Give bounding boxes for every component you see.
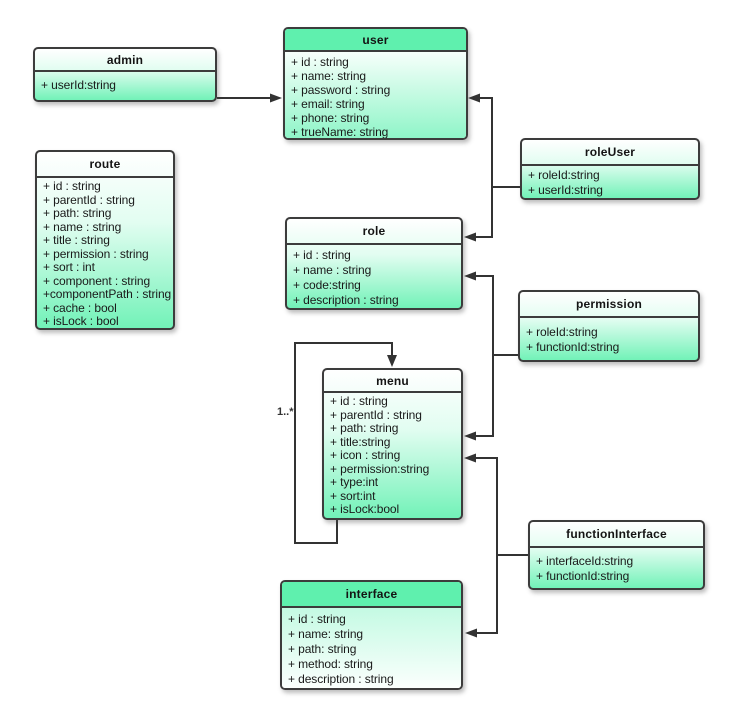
attribute-row: + password : string (291, 83, 391, 97)
attribute-row: + parentId : string (43, 192, 135, 207)
attribute-row: + parentId : string (330, 407, 422, 422)
entity-interface-attributes: + id : string+ name: string+ path: strin… (282, 608, 461, 688)
attribute-row: + title : string (43, 233, 110, 247)
entity-role[interactable]: role + id : string+ name : string+ code:… (285, 217, 463, 310)
attribute-row: + functionId:string (536, 569, 630, 583)
entity-route-attributes: + id : string+ parentId : string+ path: … (37, 178, 173, 328)
attribute-row: + description : string (293, 293, 399, 307)
entity-admin-title: admin (35, 49, 215, 72)
entity-user[interactable]: user + id : string+ name: string+ passwo… (283, 27, 468, 140)
attribute-row: + type:int (330, 475, 379, 489)
attribute-row: + sort : int (43, 260, 95, 274)
entity-admin-attributes: + userId:string (35, 72, 215, 100)
entity-interface-title: interface (282, 582, 461, 608)
entity-menu[interactable]: menu + id : string+ parentId : string+ p… (322, 368, 463, 520)
attribute-row: + interfaceId:string (536, 554, 634, 568)
attribute-row: + userId:string (528, 183, 603, 197)
arrowhead-down (387, 355, 397, 367)
arrowhead-right (270, 93, 282, 103)
entity-permission[interactable]: permission + roleId:string+ functionId:s… (518, 290, 700, 362)
entity-user-title: user (285, 29, 466, 52)
entity-role-title: role (287, 219, 461, 245)
entity-functioninterface[interactable]: functionInterface + interfaceId:string+ … (528, 520, 705, 590)
attribute-row: + id : string (291, 55, 349, 69)
attribute-row: + code:string (293, 278, 361, 292)
entity-route-title: route (37, 152, 173, 178)
attribute-row: + description : string (288, 672, 394, 686)
entity-interface[interactable]: interface + id : string+ name: string+ p… (280, 580, 463, 690)
connector-roleuser-user-role[interactable] (464, 93, 520, 242)
entity-permission-title: permission (520, 292, 698, 318)
entity-role-attributes: + id : string+ name : string+ code:strin… (287, 245, 461, 308)
entity-route[interactable]: route + id : string+ parentId : string+ … (35, 150, 175, 330)
attribute-row: + functionId:string (526, 340, 620, 354)
entity-roleuser-title: roleUser (522, 140, 698, 166)
connector-admin-user[interactable] (217, 93, 282, 103)
entity-roleuser[interactable]: roleUser + roleId:string+ userId:string (520, 138, 700, 200)
arrowhead-left (464, 453, 476, 463)
attribute-row: + method: string (288, 657, 373, 671)
arrowhead-left (465, 628, 477, 638)
attribute-row: + path: string (43, 206, 112, 220)
attribute-row: + userId:string (41, 78, 116, 92)
entity-permission-attributes: + roleId:string+ functionId:string (520, 318, 698, 360)
entity-user-attributes: + id : string+ name: string+ password : … (285, 52, 466, 138)
attribute-row: + icon : string (330, 448, 401, 462)
attribute-row: + roleId:string (528, 168, 600, 182)
connector-functioninterface-menu-interface[interactable] (464, 453, 528, 638)
attribute-row: + id : string (293, 248, 351, 262)
attribute-row: + trueName: string (291, 125, 389, 138)
arrowhead-left (464, 271, 476, 281)
attribute-row: + roleId:string (526, 325, 598, 339)
entity-roleuser-attributes: + roleId:string+ userId:string (522, 166, 698, 198)
entity-functioninterface-attributes: + interfaceId:string+ functionId:string (530, 548, 703, 588)
entity-functioninterface-title: functionInterface (530, 522, 703, 548)
attribute-row: + id : string (43, 179, 101, 193)
attribute-row: + id : string (330, 394, 388, 408)
attribute-row: + name: string (291, 69, 366, 83)
attribute-row: + sort:int (330, 488, 376, 503)
attribute-row: + email: string (291, 97, 365, 111)
entity-menu-title: menu (324, 370, 461, 393)
arrowhead-left (464, 431, 476, 441)
attribute-row: + name: string (288, 627, 363, 641)
attribute-row: + id : string (288, 612, 346, 626)
attribute-row: + permission : string (43, 246, 149, 261)
entity-menu-attributes: + id : string+ parentId : string+ path: … (324, 393, 461, 518)
attribute-row: + isLock:bool (330, 502, 400, 516)
arrowhead-left (468, 93, 480, 103)
attribute-row: + cache : bool (43, 300, 117, 315)
attribute-row: + phone: string (291, 111, 370, 125)
attribute-row: + path: string (330, 421, 399, 435)
attribute-row: + name : string (293, 263, 372, 277)
entity-admin[interactable]: admin + userId:string (33, 47, 217, 102)
attribute-row: + name : string (43, 219, 122, 234)
attribute-row: + isLock : bool (43, 314, 119, 328)
attribute-row: +componentPath : string (43, 287, 172, 301)
attribute-row: + path: string (288, 642, 357, 656)
attribute-row: + title:string (330, 434, 391, 449)
attribute-row: + permission:string (330, 461, 430, 476)
attribute-row: + component : string (43, 273, 151, 288)
connector-permission-role-menu[interactable] (464, 271, 518, 441)
arrowhead-left (464, 232, 476, 242)
connector-menu-self[interactable] (294, 342, 397, 544)
multiplicity-label: 1..* (277, 406, 294, 418)
